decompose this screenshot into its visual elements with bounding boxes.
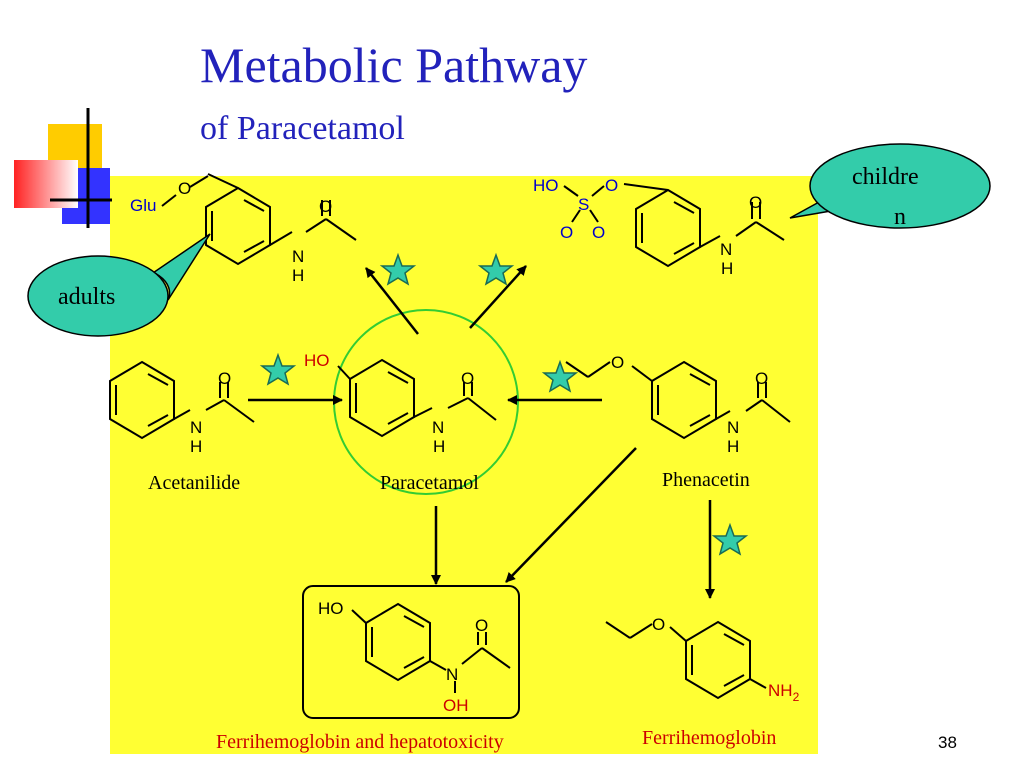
star-icon — [541, 359, 579, 393]
glu-label: Glu — [130, 196, 156, 215]
phenacetin-carbonyl-o: O — [755, 369, 768, 388]
phenacetin-nitrogen: N — [727, 418, 739, 437]
adults-label: adults — [58, 284, 115, 310]
phenetidine-structure — [605, 620, 767, 700]
phenetidine-oxygen: O — [652, 615, 665, 634]
phenetidine-nh2-label: NH2 — [768, 681, 800, 704]
paracetamol-caption: Paracetamol — [380, 472, 479, 494]
diagram-panel — [110, 176, 818, 754]
acetanilide-caption: Acetanilide — [148, 472, 240, 494]
arrow-phenacetin-to-hydroxylamine — [505, 447, 637, 583]
ferrihemoglobin-caption: Ferrihemoglobin — [642, 727, 776, 749]
hydroxylamine-box — [302, 585, 520, 719]
paracetamol-nitrogen: N — [432, 418, 444, 437]
sulfate-structure — [563, 183, 785, 268]
sulfur-label: S — [578, 195, 589, 214]
hydroxylamine-oh-label: OH — [443, 696, 469, 715]
paracetamol-ho-label: HO — [304, 351, 330, 370]
acetanilide-structure — [109, 360, 255, 440]
phenacetin-caption: Phenacetin — [662, 469, 750, 491]
paracetamol-carbonyl-o: O — [461, 369, 474, 388]
star-icon — [379, 252, 417, 286]
adults-callout: adults — [27, 233, 211, 337]
decorative-squares — [14, 108, 112, 228]
acetanilide-hydrogen: H — [190, 437, 202, 456]
paracetamol-structure — [337, 358, 497, 438]
star-icon — [477, 252, 515, 286]
sulfate-hydrogen: H — [721, 259, 733, 278]
phenacetin-oxygen: O — [611, 353, 624, 372]
children-label-line1: childre — [852, 164, 919, 190]
hydroxylamine-structure — [351, 602, 511, 693]
page-title: Metabolic Pathway — [200, 37, 588, 93]
paracetamol-highlight-circle — [333, 309, 519, 495]
glu-hydrogen: H — [292, 266, 304, 285]
arrow-to-sulfate — [469, 265, 527, 329]
arrow-to-glucuronide — [365, 267, 419, 335]
hydroxylamine-carbonyl-o: O — [475, 616, 488, 635]
star-icon — [259, 352, 297, 386]
reaction-arrows — [248, 265, 715, 599]
paracetamol-hydrogen: H — [433, 437, 445, 456]
sulfate-nitrogen: N — [720, 240, 732, 259]
glu-carbonyl-o: O — [319, 197, 332, 216]
phenacetin-hydrogen: H — [727, 437, 739, 456]
enzyme-stars — [259, 252, 749, 556]
acetanilide-nitrogen: N — [190, 418, 202, 437]
sulfate-ring-oxygen: O — [605, 176, 618, 195]
children-callout: childre n — [789, 143, 991, 230]
sulfate-carbonyl-o: O — [749, 193, 762, 212]
children-label-line2: n — [894, 204, 906, 230]
glucuronide-structure — [205, 173, 357, 266]
acetanilide-carbonyl-o: O — [218, 369, 231, 388]
hydroxylamine-ho-label: HO — [318, 599, 344, 618]
star-icon — [711, 522, 749, 556]
glu-oxygen-label: O — [178, 179, 191, 198]
hepatotoxicity-caption: Ferrihemoglobin and hepatotoxicity — [216, 731, 504, 753]
sulfate-o2: O — [592, 223, 605, 242]
phenacetin-structure — [565, 360, 791, 440]
slide-number: 38 — [938, 733, 957, 752]
page-subtitle: of Paracetamol — [200, 110, 405, 147]
glu-nitrogen: N — [292, 247, 304, 266]
hydroxylamine-nitrogen: N — [446, 665, 458, 684]
sulfate-ho-label: HO — [533, 176, 559, 195]
sulfate-o1: O — [560, 223, 573, 242]
